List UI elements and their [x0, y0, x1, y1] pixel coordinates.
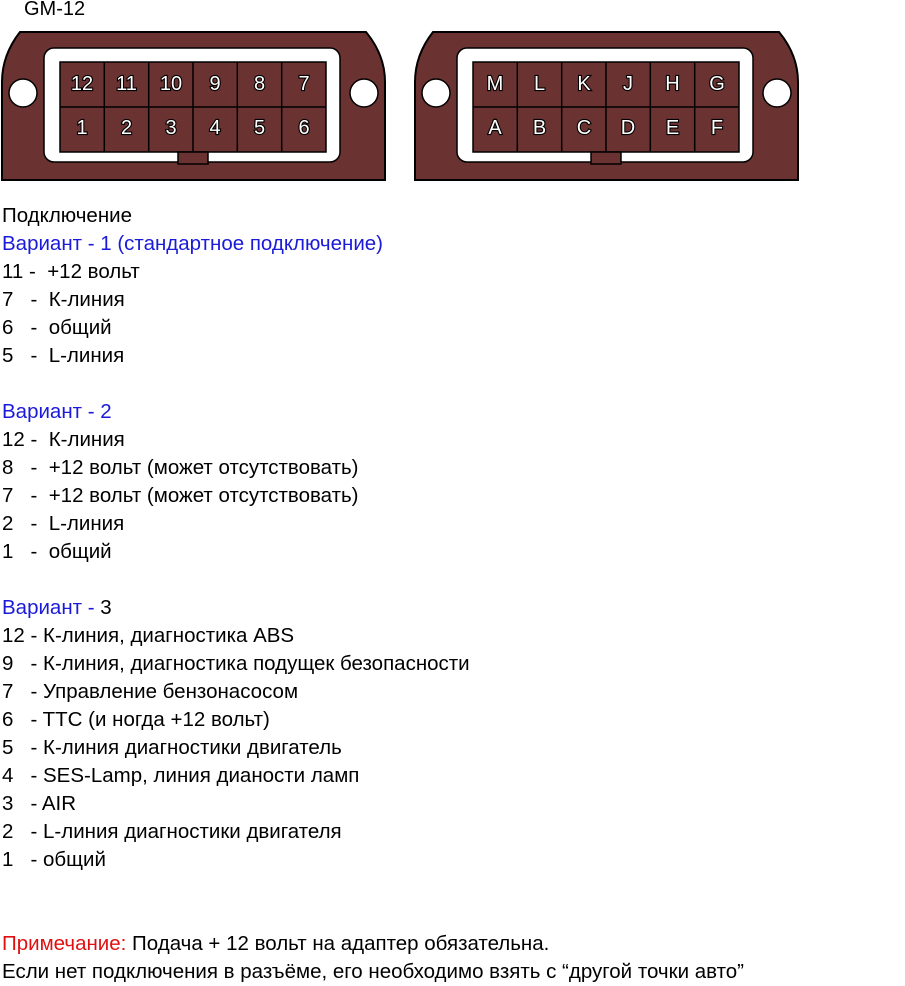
pin-label: 8: [254, 73, 265, 95]
connector-key: [590, 151, 622, 165]
pin-label: 5: [254, 117, 265, 139]
mounting-hole-right: [349, 78, 379, 108]
pin-assignment-line: 7 - К-линия: [2, 288, 125, 311]
pin-label: 3: [165, 117, 176, 139]
pin-assignment-line: 9 - К-линия, диагностика подущек безопас…: [2, 652, 470, 675]
page-title: GM-12: [24, 0, 86, 20]
pin-label: 11: [116, 73, 137, 95]
pin-label: E: [666, 117, 679, 139]
pin-assignment-line: 6 - общий: [2, 316, 112, 339]
variant3-heading-number: 3: [100, 596, 112, 619]
pin-label: 1: [76, 117, 87, 139]
pin-label: G: [709, 73, 725, 95]
pin-assignment-line: 3 - AIR: [2, 792, 77, 815]
pin-label: 10: [160, 73, 182, 95]
pin-assignment-line: 2 - L-линия: [2, 512, 125, 535]
pin-label: C: [577, 117, 591, 139]
pin-label: B: [533, 117, 546, 139]
pin-assignment-line: 5 - L-линия: [2, 344, 125, 367]
mounting-hole-left: [8, 78, 38, 108]
pin-label: 7: [298, 73, 309, 95]
pin-assignment-line: 5 - К-линия диагностики двигатель: [2, 736, 342, 759]
pin-assignment-line: 7 - Управление бензонасосом: [2, 680, 299, 703]
mounting-hole-right: [762, 78, 792, 108]
pin-label: 12: [71, 73, 93, 95]
note-text: Подача + 12 вольт на адаптер обязательна…: [126, 932, 550, 955]
pin-assignment-line: 12 - К-линия: [2, 428, 125, 451]
pin-assignment-line: 1 - общий: [2, 848, 106, 871]
pin-label: K: [577, 73, 591, 95]
connector-lettered-pins: M L K J H G A B C D E F: [414, 31, 799, 181]
variant2-heading: Вариант - 2: [2, 400, 112, 423]
pin-label: 6: [298, 117, 309, 139]
connection-description: Подключение Вариант - 1 (стандартное под…: [2, 202, 902, 986]
pin-assignment-line: 2 - L-линия диагностики двигателя: [2, 820, 342, 843]
pin-grid-lines: [60, 62, 326, 152]
pin-label: L: [534, 73, 545, 95]
variant3-heading: Вариант - 3: [2, 594, 902, 622]
pin-assignment-line: 6 - TTC (и ногда +12 вольт): [2, 708, 270, 731]
pin-label: F: [711, 117, 723, 139]
pin-label: H: [665, 73, 679, 95]
pin-assignment-line: 11 - +12 вольт: [2, 260, 140, 283]
pin-label: 9: [209, 73, 220, 95]
connector-key: [177, 151, 209, 165]
connector-numeric-pins: 12 11 10 9 8 7 1 2 3 4 5 6: [1, 31, 386, 181]
pin-label: A: [488, 117, 502, 139]
note-line: Примечание: Подача + 12 вольт на адаптер…: [2, 930, 902, 958]
note-line-2: Если нет подключения в разъёме, его необ…: [2, 960, 744, 983]
pin-label: D: [621, 117, 635, 139]
note-label: Примечание:: [2, 932, 127, 955]
pin-assignment-line: 7 - +12 вольт (может отсутствовать): [2, 484, 359, 507]
pin-label: 4: [209, 117, 220, 139]
connection-heading: Подключение: [2, 204, 132, 227]
variant1-heading: Вариант - 1 (стандартное подключение): [2, 232, 384, 255]
pin-assignment-line: 4 - SES-Lamp, линия дианости ламп: [2, 764, 360, 787]
mounting-hole-left: [421, 78, 451, 108]
pin-label: 2: [121, 117, 132, 139]
pin-label: J: [623, 73, 633, 95]
pin-assignment-line: 8 - +12 вольт (может отсутствовать): [2, 456, 359, 479]
pin-assignment-line: 12 - К-линия, диагностика ABS: [2, 624, 295, 647]
pin-grid-lines: [473, 62, 739, 152]
variant3-heading-label: Вариант -: [2, 596, 101, 619]
pin-label: M: [487, 73, 504, 95]
pin-assignment-line: 1 - общий: [2, 540, 112, 563]
